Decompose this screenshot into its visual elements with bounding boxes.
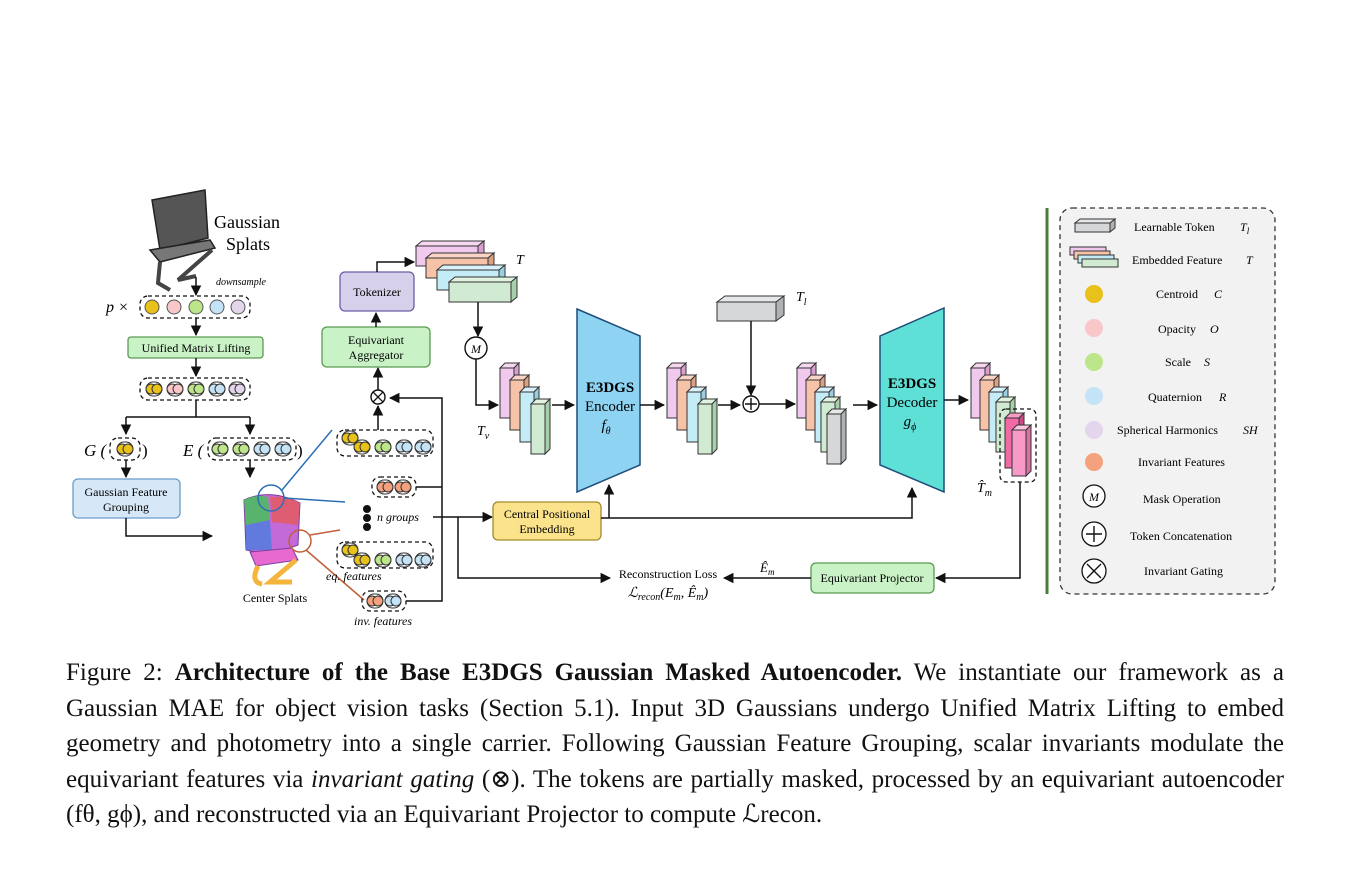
- legend-learnable-token-sym: Tl: [1240, 220, 1250, 236]
- central-positional-embedding-box: [492, 501, 602, 541]
- mask-symbol-letter: M: [470, 342, 482, 356]
- caption-text-2: (⊗). The tokens are partially masked, pr…: [66, 765, 1285, 829]
- embedded-token-stack: [414, 239, 519, 304]
- e-close-paren: ): [297, 441, 303, 460]
- learnable-token: [715, 295, 786, 322]
- p-times-label: p ×: [105, 299, 129, 316]
- legend-embedded-feature-sym: T: [1246, 253, 1254, 267]
- legend-mask-operation-label: Mask Operation: [1143, 492, 1221, 506]
- n-groups-dots: [363, 505, 371, 531]
- equivariant-matrix-tokens: [211, 441, 292, 457]
- em-label: Êm: [759, 560, 775, 577]
- legend-learnable-token-label: Learnable Token: [1134, 220, 1215, 234]
- mask-operation-symbol: M: [464, 336, 488, 360]
- inv-group-token-top: [376, 479, 412, 495]
- figure-caption: Figure 2: Architecture of the Base E3DGS…: [66, 655, 1284, 833]
- encoder-label-3: fθ: [601, 418, 610, 437]
- token-concatenation-symbol: [742, 395, 760, 413]
- center-splats-chair: [243, 494, 301, 587]
- decoder-label-2: Decoder: [887, 395, 938, 411]
- architecture-diagram: Gaussian Splats downsample p × Unified M…: [72, 189, 1276, 628]
- eq-features-label: eq. features: [326, 569, 382, 583]
- legend-token-concatenation-label: Token Concatenation: [1130, 529, 1232, 543]
- legend-embedded-feature-label: Embedded Feature: [1132, 253, 1222, 267]
- legend-opacity-icon: [1085, 319, 1103, 337]
- legend-scale-label: Scale: [1165, 355, 1191, 369]
- inv-group-token-bottom: [366, 593, 402, 609]
- equivariant-aggregator-label-1: Equivariant: [348, 333, 405, 347]
- downsample-label: downsample: [216, 277, 267, 288]
- center-splats-label: Center Splats: [243, 591, 308, 605]
- g-label: G (: [84, 441, 108, 460]
- legend-scale-icon: [1085, 353, 1103, 371]
- encoder-label-2: Encoder: [585, 399, 635, 415]
- t-label: T: [516, 253, 525, 268]
- legend-centroid-label: Centroid: [1156, 287, 1198, 301]
- encoder-label-1: E3DGS: [586, 380, 634, 396]
- legend-invariant-gating-label: Invariant Gating: [1144, 564, 1223, 578]
- legend-panel: [1059, 207, 1276, 595]
- legend-invariant-gating-icon: [1081, 558, 1107, 584]
- legend-centroid-icon: [1085, 285, 1103, 303]
- tm-label: T̂m: [977, 480, 992, 499]
- encoder-block: [576, 307, 641, 494]
- legend-invariant-features-icon: [1085, 453, 1103, 471]
- chair-icon: [148, 189, 217, 292]
- concatenated-token-stack: [795, 361, 848, 466]
- equivariant-aggregator-label-2: Aggregator: [349, 348, 404, 362]
- central-pos-emb-label-2: Embedding: [519, 522, 574, 536]
- g-close-paren: ): [142, 441, 148, 460]
- central-pos-emb-label-1: Central Positional: [504, 507, 591, 521]
- legend-quaternion-icon: [1085, 387, 1103, 405]
- gated-group-token-top: [341, 430, 432, 455]
- centroid-matrix-token: [116, 441, 134, 457]
- tokenizer-label: Tokenizer: [353, 285, 401, 299]
- caption-text-1: We instantiate our framework as a Gaussi…: [66, 659, 1284, 793]
- eq-group-token-bottom: [341, 542, 432, 568]
- equivariant-projector-label: Equivariant Projector: [821, 571, 924, 585]
- raw-gaussian-attributes: [144, 299, 246, 315]
- legend-quaternion-label: Quaternion: [1148, 390, 1202, 404]
- legend-learnable-token-icon: [1073, 217, 1117, 234]
- decoder-label-1: E3DGS: [888, 376, 936, 392]
- invariant-gating-symbol: [370, 389, 386, 405]
- e-label: E (: [182, 441, 205, 460]
- legend-invariant-features-label: Invariant Features: [1138, 455, 1225, 469]
- reconstruction-loss-label-1: Reconstruction Loss: [619, 567, 718, 581]
- legend-spherical-harmonics-icon: [1085, 421, 1103, 439]
- caption-bold-title: Architecture of the Base E3DGS Gaussian …: [174, 659, 903, 686]
- zoom-circle-2: [288, 529, 312, 553]
- legend-spherical-harmonics-sym: SH: [1243, 423, 1259, 437]
- unified-matrix-lifting-label: Unified Matrix Lifting: [142, 341, 251, 355]
- tl-label: Tl: [796, 290, 807, 308]
- lifted-matrix-features: [145, 381, 246, 397]
- masked-token-selection: [999, 408, 1037, 483]
- caption-prefix: Figure 2:: [66, 659, 175, 686]
- decoder-block: [879, 306, 945, 494]
- visible-token-stack: [498, 361, 552, 456]
- reconstruction-loss-label-2: ℒrecon(Em, Êm): [628, 584, 709, 603]
- decoded-token-stack: [969, 361, 1033, 478]
- legend-opacity-sym: O: [1210, 322, 1219, 336]
- legend-scale-sym: S: [1204, 355, 1210, 369]
- gaussian-feature-grouping-label-2: Grouping: [103, 500, 149, 514]
- legend-mask-letter: M: [1088, 490, 1100, 504]
- input-title-1: Gaussian: [214, 212, 280, 232]
- legend-embedded-feature-icon: [1069, 246, 1119, 268]
- legend-opacity-label: Opacity: [1158, 322, 1196, 336]
- tv-label: Tv: [477, 424, 490, 442]
- legend-centroid-sym: C: [1214, 287, 1223, 301]
- legend-quaternion-sym: R: [1218, 390, 1227, 404]
- inv-features-label: inv. features: [354, 614, 412, 628]
- legend-spherical-harmonics-label: Spherical Harmonics: [1117, 423, 1218, 437]
- n-groups-label: n groups: [377, 510, 419, 524]
- encoded-token-stack: [665, 361, 719, 456]
- input-title-2: Splats: [226, 234, 270, 254]
- gaussian-feature-grouping-label-1: Gaussian Feature: [85, 485, 168, 499]
- caption-italic: invariant gating: [311, 765, 475, 793]
- legend-token-concatenation-icon: [1081, 521, 1107, 547]
- legend-mask-operation-icon: M: [1082, 484, 1106, 508]
